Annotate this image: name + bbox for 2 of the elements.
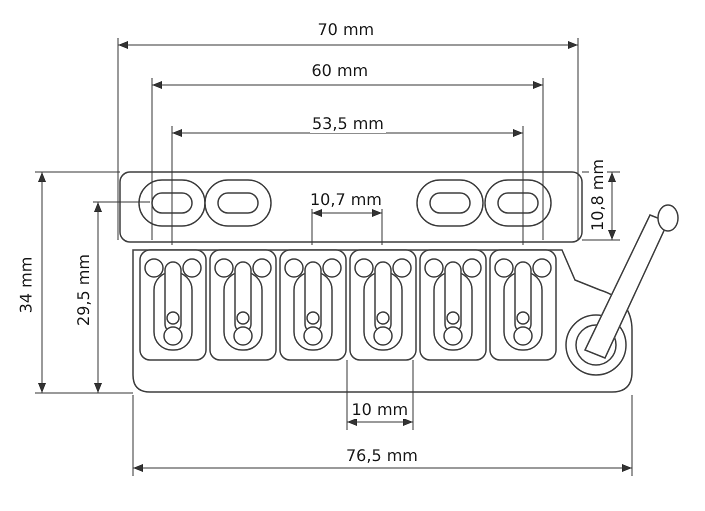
dimension-label: 29,5 mm [74,252,93,328]
dimension-label: 53,5 mm [310,115,386,133]
